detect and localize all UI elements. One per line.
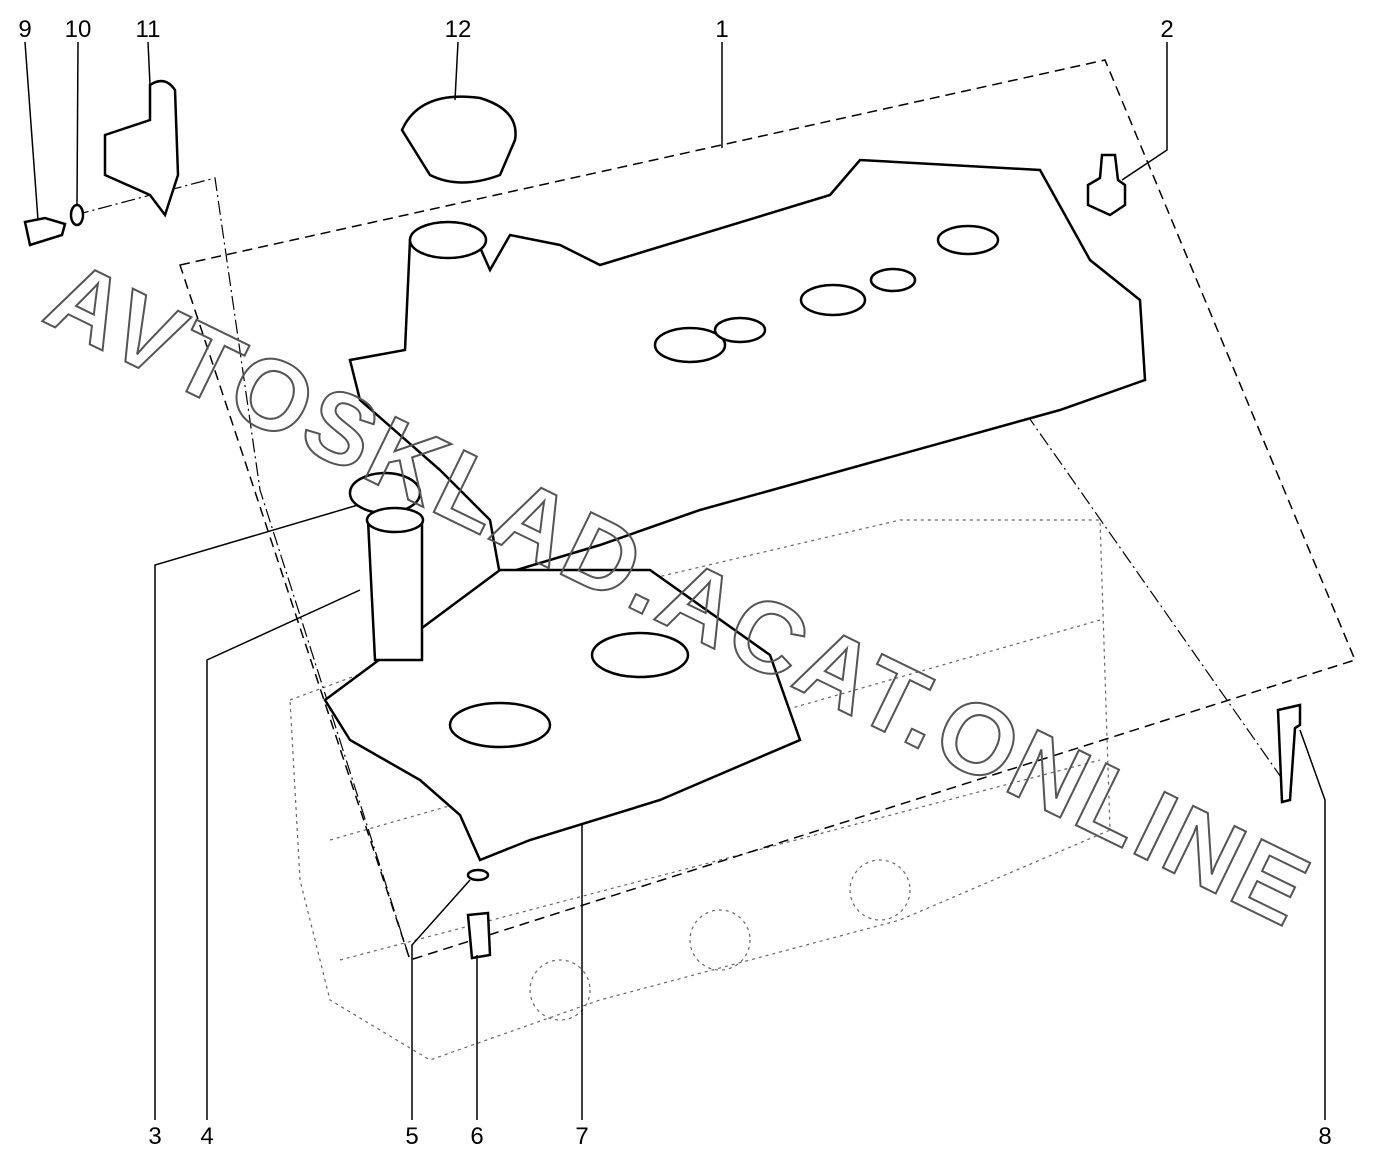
valve-cover-part bbox=[348, 158, 1147, 577]
long-bolt-part bbox=[1276, 703, 1302, 804]
gasket-part bbox=[323, 568, 802, 862]
axis-line bbox=[74, 177, 411, 961]
callout-8: 8 bbox=[1318, 1123, 1331, 1150]
callout-4: 4 bbox=[200, 1123, 213, 1150]
small-washer-part bbox=[466, 868, 490, 882]
assembly-outline bbox=[179, 59, 1357, 961]
callout-9: 9 bbox=[18, 16, 31, 43]
bracket-part bbox=[103, 79, 180, 218]
callout-10: 10 bbox=[65, 16, 92, 43]
filler-tube-top bbox=[365, 506, 425, 534]
washer-part bbox=[69, 203, 85, 227]
callout-numbers: 9 10 11 12 1 2 3 4 5 6 7 8 bbox=[18, 16, 1331, 1150]
callout-2: 2 bbox=[1160, 16, 1173, 43]
callout-5: 5 bbox=[405, 1123, 418, 1150]
filler-tube-part bbox=[366, 518, 424, 662]
axis-line bbox=[984, 354, 1291, 791]
callout-12: 12 bbox=[445, 16, 472, 43]
small-bolt-part bbox=[466, 911, 492, 960]
oil-cap-part bbox=[400, 95, 517, 184]
stud-part bbox=[1086, 153, 1127, 217]
callout-6: 6 bbox=[470, 1123, 483, 1150]
callout-3: 3 bbox=[148, 1123, 161, 1150]
callout-11: 11 bbox=[136, 16, 161, 43]
leader-lines bbox=[24, 41, 1326, 1120]
callout-7: 7 bbox=[575, 1123, 588, 1150]
bolt-part bbox=[23, 216, 67, 247]
callout-1: 1 bbox=[715, 16, 728, 43]
